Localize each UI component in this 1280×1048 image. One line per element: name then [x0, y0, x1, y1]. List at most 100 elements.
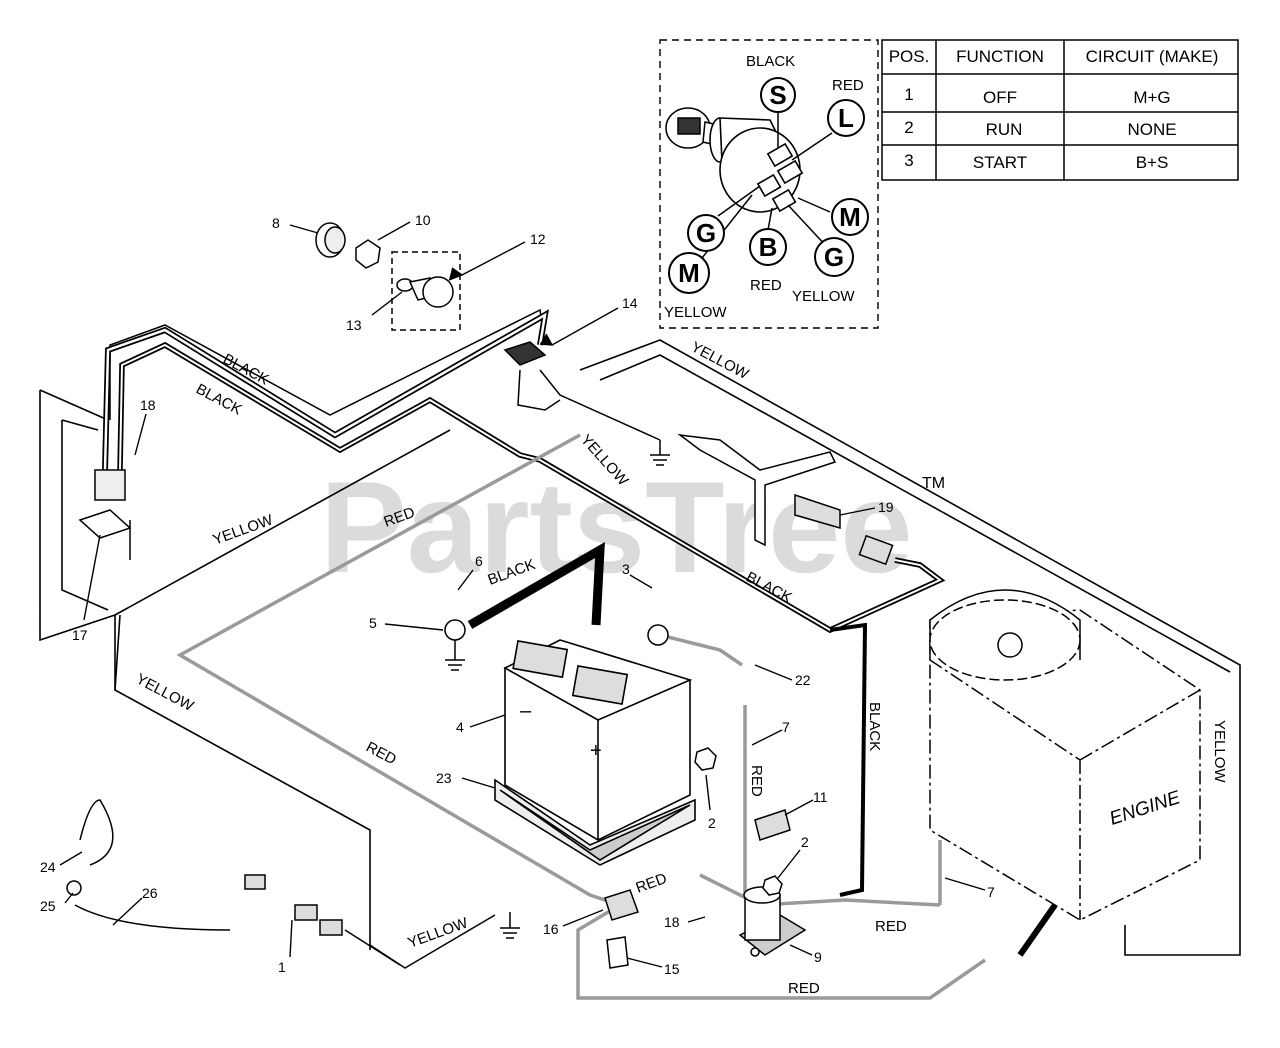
connector-19-icon [858, 534, 894, 566]
table-cell: START [973, 153, 1027, 172]
callout-10: 10 [415, 212, 431, 228]
battery [494, 639, 696, 866]
callout-9: 9 [814, 949, 822, 965]
callout-5: 5 [369, 615, 377, 631]
switch-function-table: POS. FUNCTION CIRCUIT (MAKE) 1 OFF M+G 2… [881, 39, 1239, 181]
ignition-switch-inset: S L M G B G M BLACK RED YELLOW RED YELLO… [659, 39, 879, 329]
terminal-b-circle [749, 228, 787, 266]
table-cell: 3 [904, 151, 913, 170]
callout-13: 13 [346, 317, 362, 333]
table-header-circuit: CIRCUIT (MAKE) [1086, 47, 1219, 66]
table-header-function: FUNCTION [956, 47, 1044, 66]
table-cell: 2 [904, 118, 913, 137]
ignition-switch-icon [396, 276, 454, 308]
nut-2b-icon [762, 875, 783, 896]
callout-1: 1 [278, 959, 286, 975]
black-wires [102, 309, 946, 897]
terminal-g-right-letter: G [824, 242, 844, 272]
terminal-l-letter: L [838, 103, 854, 133]
engine-circle-icon [997, 632, 1023, 658]
table-cell: RUN [986, 120, 1023, 139]
hex-nut-icon [355, 239, 381, 269]
connector-14-icon [503, 341, 547, 366]
terminal-g-left-letter: G [696, 218, 716, 248]
callout-18: 18 [140, 397, 156, 413]
callout-2: 2 [708, 815, 716, 831]
table-cell: NONE [1127, 120, 1176, 139]
terminal-s-circle [760, 77, 796, 113]
terminal-l-wire-label: RED [832, 77, 864, 94]
inset-frame [659, 39, 879, 329]
wire-label-red: RED [634, 870, 670, 897]
terminal-m-right-letter: M [839, 202, 861, 232]
callout-24: 24 [40, 859, 56, 875]
watermark: PartsTree [320, 454, 913, 600]
switch-kit-frame [391, 251, 461, 331]
engine-block [929, 609, 1201, 921]
terminal-g-right-circle [814, 237, 854, 277]
callout-7: 7 [782, 719, 790, 735]
wire-label-yellow: YELLOW [133, 671, 197, 716]
nut-2-icon [694, 747, 717, 771]
wire-label-yellow: YELLOW [211, 511, 276, 549]
wire-label-yellow: YELLOW [1211, 720, 1228, 783]
callout-23: 23 [436, 770, 452, 786]
starter-solenoid [738, 886, 807, 957]
wire-label-red: RED [788, 980, 820, 997]
table-cell: B+S [1136, 153, 1169, 172]
chassis-outline [39, 339, 1241, 956]
terminal-s-wire-label: BLACK [746, 53, 795, 70]
callout-14: 14 [622, 295, 638, 311]
terminal-g-right-wire-label: YELLOW [792, 288, 855, 305]
terminal-m-left-circle [668, 252, 710, 294]
callout-26: 26 [142, 885, 158, 901]
terminal-b-letter: B [759, 232, 778, 262]
ring-terminal-5-icon [444, 619, 466, 641]
wire-label-red: RED [748, 765, 765, 797]
terminal-m-right-circle [831, 198, 869, 236]
ground-symbols [129, 440, 670, 939]
table-header-pos: POS. [889, 47, 930, 66]
callout-19: 19 [878, 499, 894, 515]
callout-17: 17 [72, 627, 88, 643]
terminal-b-wire-label: RED [750, 277, 782, 294]
clamp-icon [66, 880, 82, 896]
wire-label-red: RED [875, 918, 907, 935]
terminal-g-left-circle [687, 214, 725, 252]
callout-22: 22 [795, 672, 811, 688]
callout-2: 2 [801, 834, 809, 850]
terminal-s-letter: S [769, 80, 786, 110]
callout-12: 12 [530, 231, 546, 247]
callout-7: 7 [987, 884, 995, 900]
callout-16: 16 [543, 921, 559, 937]
wire-label-yellow: YELLOW [406, 914, 471, 952]
ignition-switch-body-icon [709, 117, 804, 213]
callout-3: 3 [622, 561, 630, 577]
callout-15: 15 [664, 961, 680, 977]
table-cell: M+G [1133, 88, 1170, 107]
table-cell: 1 [904, 85, 913, 104]
watermark-tm: TM [922, 475, 945, 492]
wire-harness-plug-icon [244, 874, 343, 936]
callout-18: 18 [664, 914, 680, 930]
ground-cable-icon [74, 799, 231, 931]
engine-lead-wire [1017, 903, 1058, 957]
wire-label-black: BLACK [866, 702, 883, 751]
seat-switch-icon [677, 433, 841, 547]
battery-plus: + [590, 740, 602, 762]
terminal-m-left-letter: M [678, 258, 700, 288]
callout-4: 4 [456, 719, 464, 735]
engine-cylinder [929, 589, 1081, 681]
callout-6: 6 [475, 553, 483, 569]
callout-25: 25 [40, 898, 56, 914]
battery-minus: – [520, 700, 532, 722]
callout-11: 11 [813, 789, 828, 805]
bezel-ring-icon [315, 222, 346, 258]
connector-17-icon [78, 469, 132, 539]
terminal-l-circle [827, 99, 865, 137]
callout-8: 8 [272, 215, 280, 231]
ring-terminal-3-icon [647, 624, 669, 646]
fuse-icon [606, 936, 629, 969]
